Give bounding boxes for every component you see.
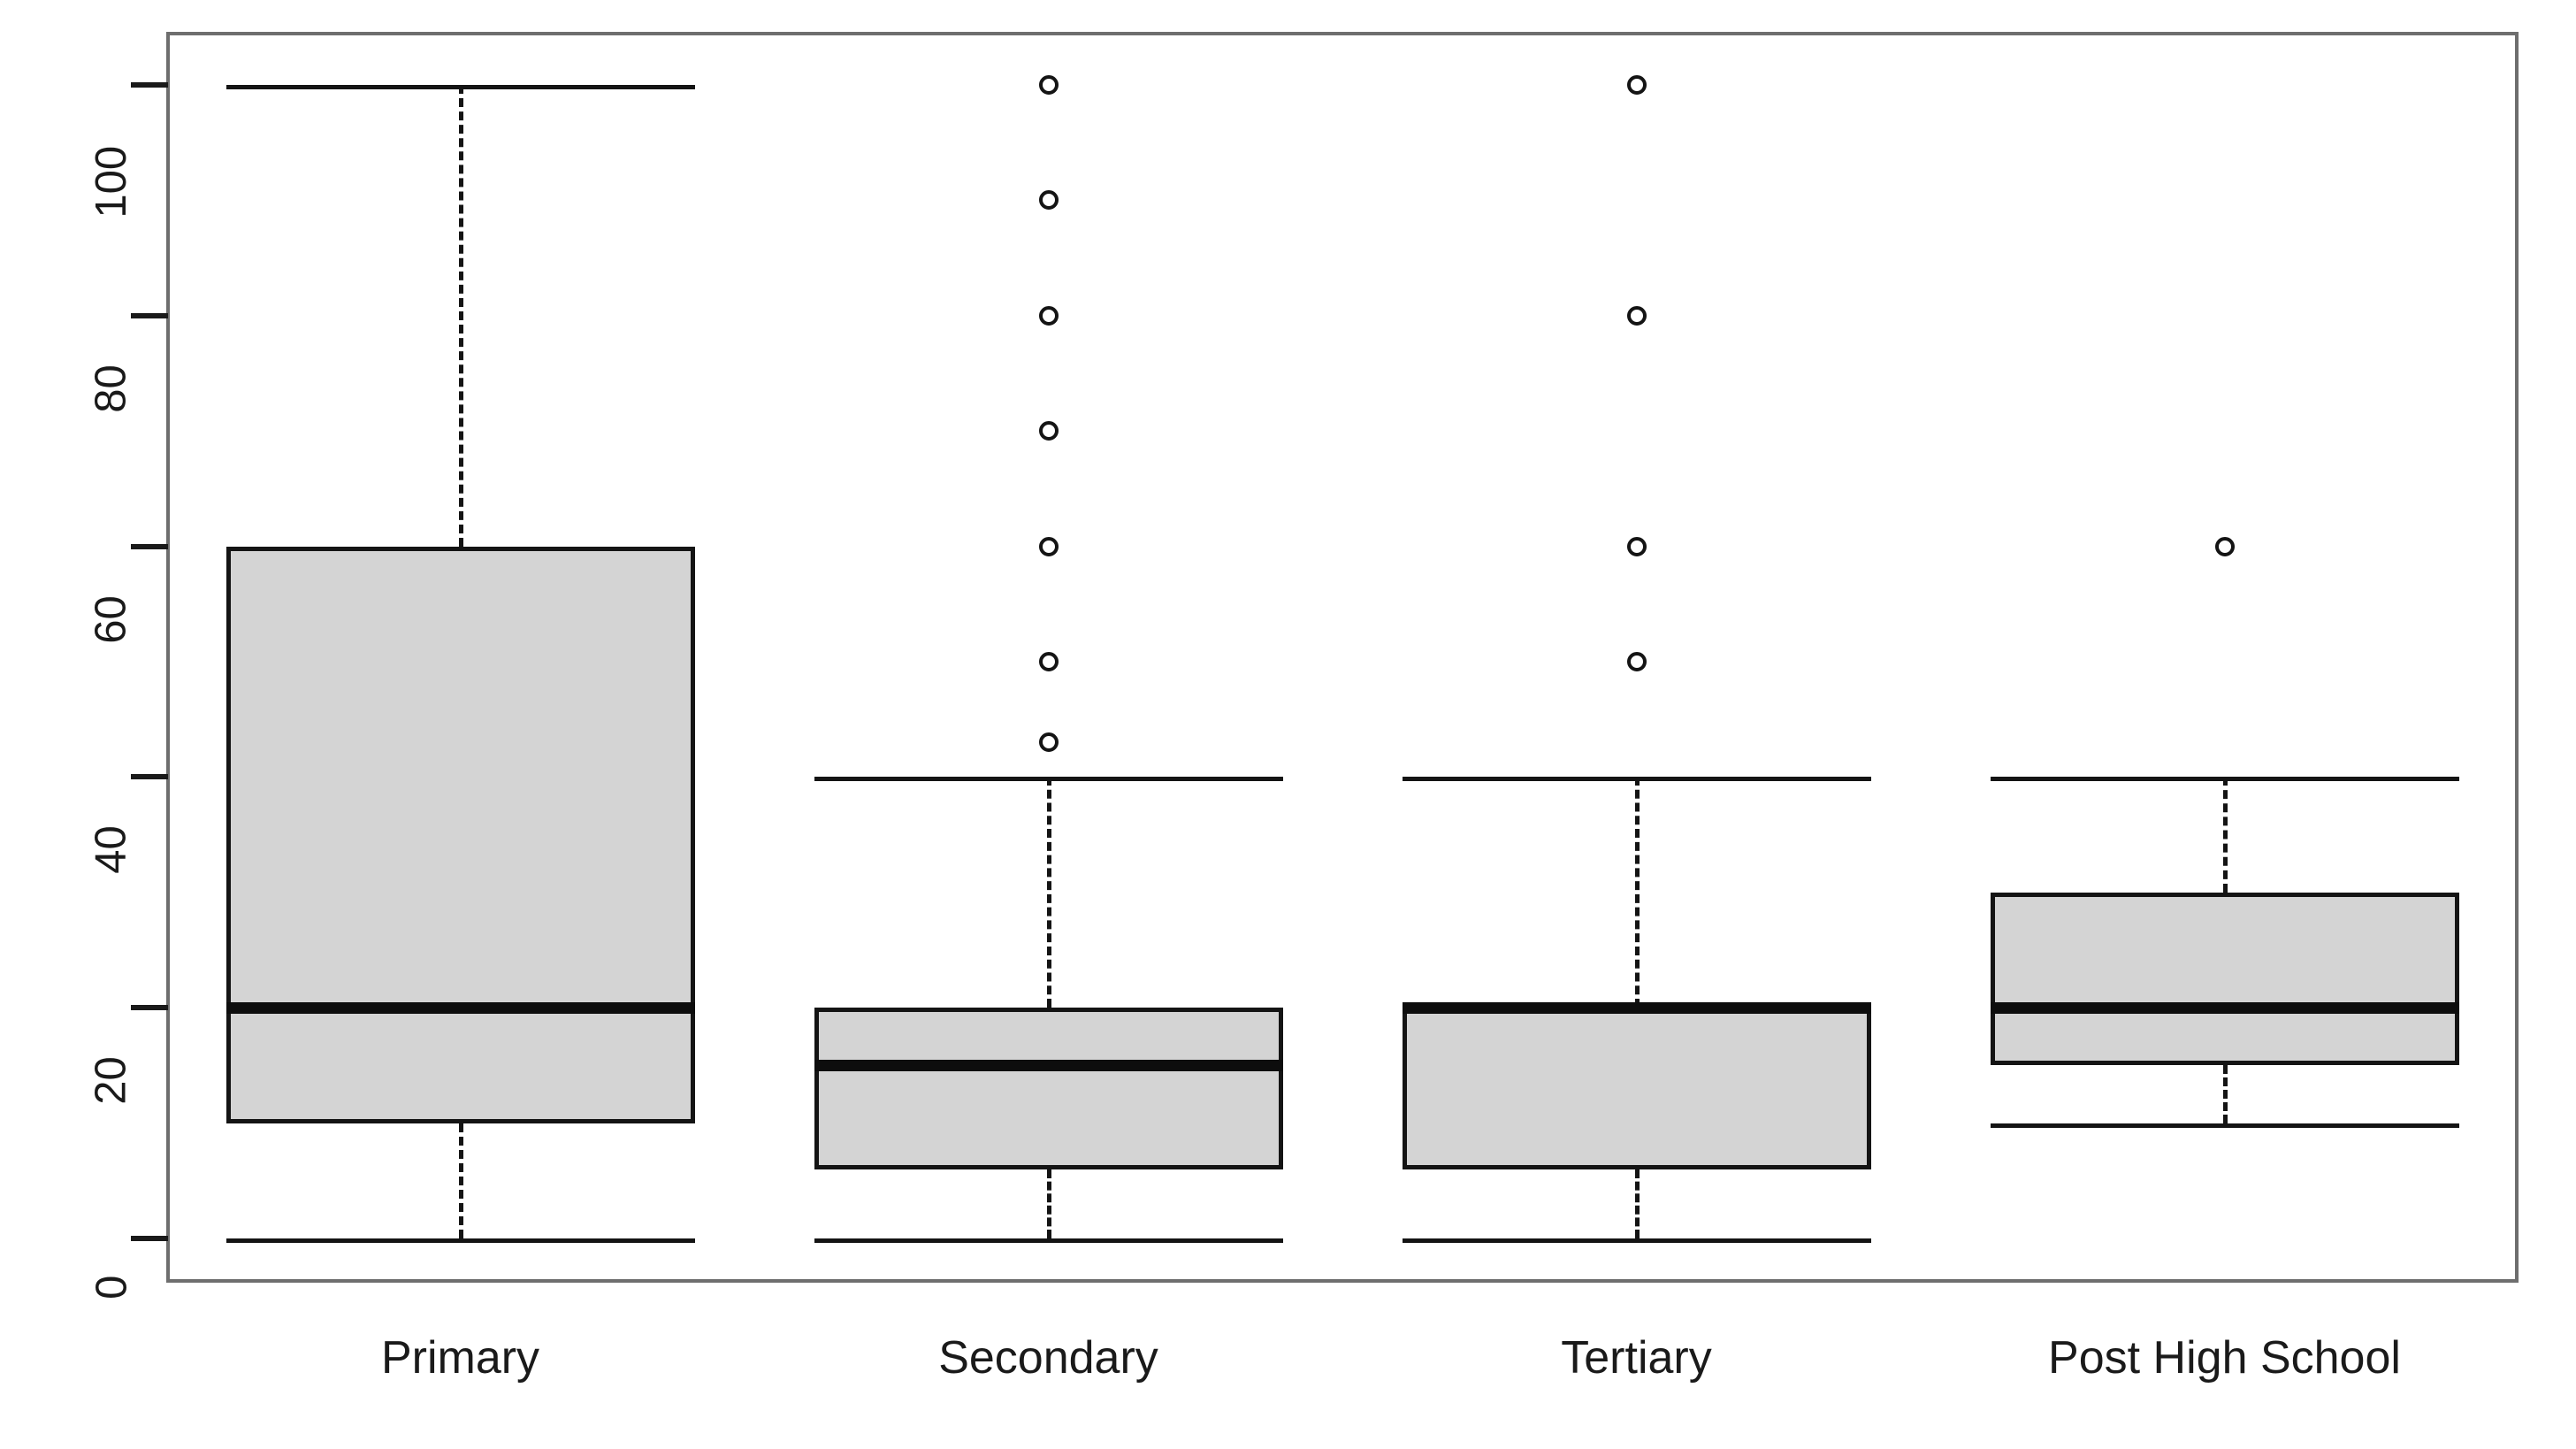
y-axis-tick	[131, 543, 168, 549]
median-line	[1990, 1002, 2459, 1015]
y-axis-tick-label: 0	[88, 1275, 135, 1300]
whisker-lower	[458, 1123, 463, 1238]
median-line	[1402, 1002, 1871, 1015]
whisker-upper	[1634, 777, 1640, 1008]
box-iqr	[1990, 892, 2459, 1066]
whisker-upper	[458, 85, 463, 547]
x-axis-category-label: Tertiary	[1561, 1332, 1712, 1384]
outlier-point	[1038, 652, 1059, 671]
x-axis-category-label: Post High School	[2048, 1332, 2401, 1384]
y-axis-tick	[131, 1005, 168, 1011]
whisker-upper	[1046, 777, 1051, 1008]
outlier-point	[1626, 305, 1647, 326]
whisker-cap-upper	[1402, 777, 1871, 782]
outlier-point	[1038, 536, 1059, 556]
y-axis-tick	[131, 774, 168, 780]
whisker-cap-lower	[1402, 1238, 1871, 1243]
outlier-point	[1038, 305, 1059, 326]
outlier-point	[1626, 652, 1647, 671]
y-axis-tick-label: 80	[88, 364, 135, 413]
outlier-point	[1038, 75, 1059, 95]
y-axis-tick-label: 40	[88, 825, 135, 875]
whisker-cap-upper	[814, 777, 1283, 782]
x-axis-category-label: Primary	[380, 1332, 540, 1384]
box-iqr	[1402, 1008, 1871, 1169]
y-axis-tick-label: 60	[88, 594, 135, 644]
whisker-lower	[2222, 1065, 2228, 1123]
median-line	[814, 1060, 1283, 1072]
y-axis-tick-label: 100	[88, 145, 135, 218]
outlier-point	[1626, 75, 1647, 95]
whisker-cap-upper	[225, 85, 695, 89]
x-axis-category-label: Secondary	[938, 1332, 1158, 1384]
whisker-cap-lower	[1990, 1123, 2459, 1128]
outlier-point	[2214, 536, 2235, 556]
y-axis-tick	[131, 1236, 168, 1241]
whisker-upper	[2222, 777, 2228, 893]
outlier-point	[1038, 421, 1059, 441]
y-axis-tick	[131, 82, 168, 88]
outlier-point	[1038, 190, 1059, 211]
outlier-point	[1626, 536, 1647, 556]
box-iqr	[814, 1008, 1283, 1169]
y-axis-tick-label: 20	[88, 1056, 135, 1105]
y-axis-tick	[131, 312, 168, 318]
median-line	[225, 1002, 695, 1015]
whisker-cap-lower	[225, 1238, 695, 1243]
whisker-lower	[1046, 1169, 1051, 1238]
whisker-cap-upper	[1990, 777, 2459, 782]
whisker-lower	[1634, 1169, 1640, 1238]
box-iqr	[225, 546, 695, 1123]
whisker-cap-lower	[814, 1238, 1283, 1243]
outlier-point	[1038, 732, 1059, 753]
